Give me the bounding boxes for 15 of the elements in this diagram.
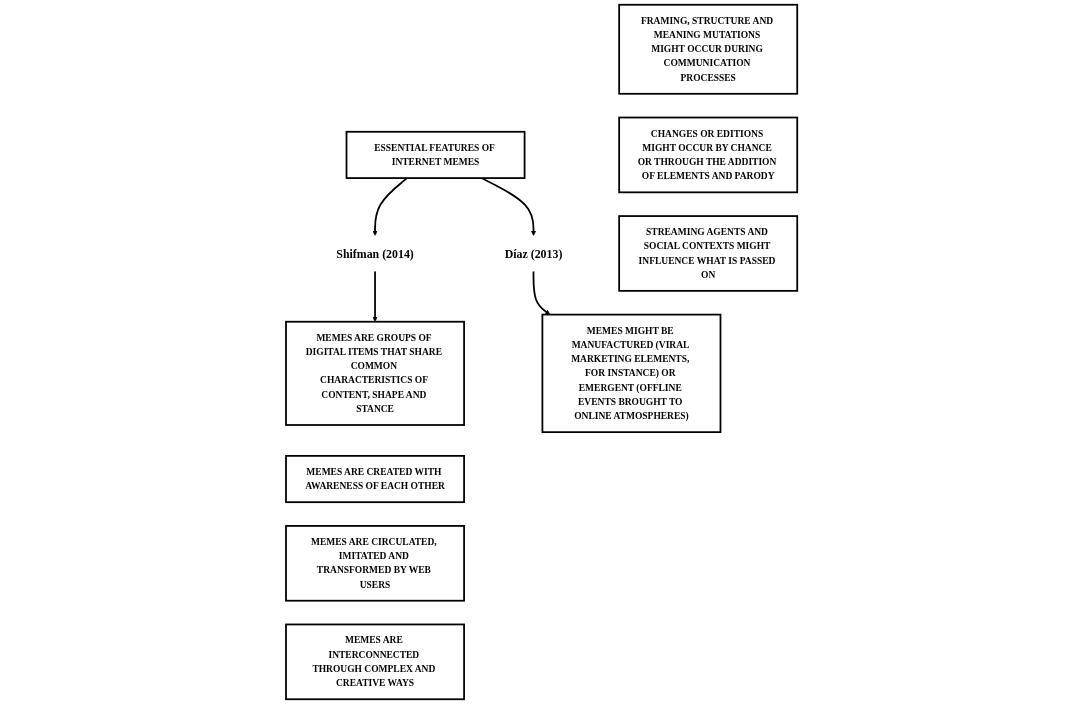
node-box: FRAMING, STRUCTURE AND MEANING MUTATIONS MIGHT OCCUR DURING COMMUNICATION PROCESSES <box>618 3 799 95</box>
node-box: MEMES ARE INTERCONNECTED THROUGH COMPLEX AND CREATIVE WAYS <box>285 623 466 701</box>
node-box: STREAMING AGENTS AND SOCIAL CONTEXTS MIGHT INFLUENCE WHAT IS PASSED ON <box>618 215 799 292</box>
arrow <box>372 270 379 322</box>
node-box: MEMES ARE CIRCULATED, IMITATED AND TRANSFORMED BY WEB USERS <box>285 525 466 602</box>
node-box: MEMES MIGHT BE MANUFACTURED (VIRAL MARKETING ELEMENTS, FOR INSTANCE) OR EMERGENT (OFFLINE EVENTS BROUGHT TO ONLINE ATMOSPHERES) <box>541 313 722 433</box>
arrow <box>372 177 409 236</box>
node-box: MEMES ARE GROUPS OF DIGITAL ITEMS THAT SHARE COMMON CHARACTERISTICS OF CONTENT, SHAPE AND STANCE <box>285 320 466 426</box>
arrow <box>481 177 537 236</box>
node-text: Díaz (2013) <box>505 246 563 260</box>
node-box: CHANGES OR EDITIONS MIGHT OCCUR BY CHANCE OR THROUGH THE ADDITION OF ELEMENTS AND PARODY <box>618 116 799 194</box>
node-box: MEMES ARE CREATED WITH AWARENESS OF EACH OTHER <box>285 455 466 504</box>
arrow <box>533 270 551 315</box>
node-box: ESSENTIAL FEATURES OF INTERNET MEMES <box>346 130 526 179</box>
node-text: Shifman (2014) <box>336 246 415 260</box>
